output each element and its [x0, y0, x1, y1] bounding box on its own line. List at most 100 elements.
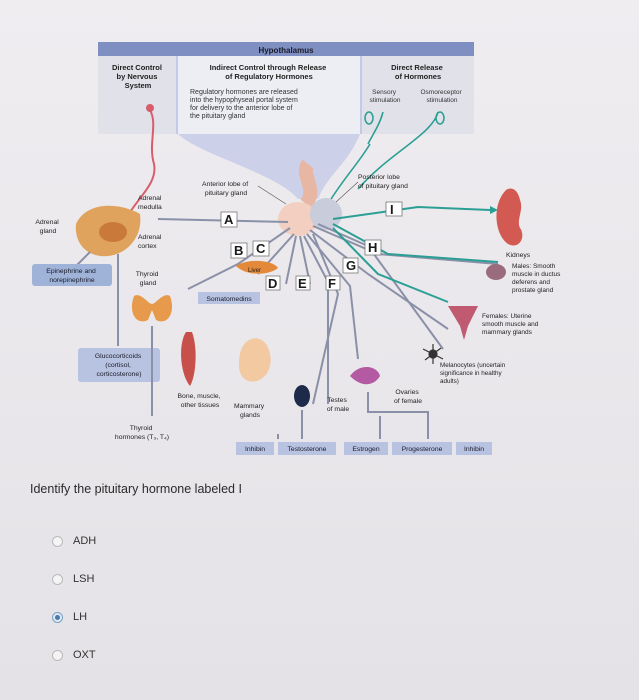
svg-text:Posterior lobe of pituitar: Posterior lobe of pituitary gland [358, 174, 408, 190]
svg-text:Direct Release of Hormones: Direct Release of Hormones [391, 63, 445, 81]
label-B: B [234, 243, 243, 258]
inhibin-box-2 [456, 442, 492, 455]
option-lsh[interactable]: LSH [52, 573, 94, 585]
hypothalamus-label: Hypothalamus [258, 46, 314, 55]
indirect-control-description: Regulatory hormones are released [190, 89, 298, 96]
svg-text:Inhibin: Inhibin [245, 446, 265, 453]
svg-text:Thyroid hormones (T₃, T₄): Thyroid hormones (T₃, T₄) [115, 425, 169, 441]
ovaries [350, 366, 380, 385]
svg-text:Melanocytes (uncertain sig: Melanocytes (uncertain significance in h… [440, 362, 507, 385]
svg-text:Inhibin: Inhibin [464, 446, 484, 453]
bone-muscle-label: Bone, muscle, [178, 393, 221, 400]
melanocyte [422, 344, 444, 364]
anterior-lobe-label: Anterior lobe of [202, 181, 248, 188]
inhibin-box-1 [236, 442, 274, 455]
sensory-stimulation-label: Sensory [372, 89, 397, 96]
svg-text:Sensory stimulation: Sensory stimulation [369, 89, 400, 104]
option-oxt[interactable]: OXT [52, 649, 96, 661]
uterus [448, 306, 478, 340]
direct-control-label: Direct Control [112, 63, 162, 72]
label-A: A [224, 212, 234, 227]
anterior-pituitary [278, 202, 318, 236]
label-F: F [328, 276, 336, 291]
mammary-gland [238, 338, 271, 382]
posterior-lobe-label: Posterior lobe [358, 174, 400, 181]
header-title-bar [98, 42, 474, 56]
indirect-control-box [178, 56, 360, 134]
direct-control-box [98, 56, 176, 134]
bone-muscle [181, 332, 196, 386]
svg-text:Ovaries of female: Ovaries of female [394, 389, 422, 405]
svg-text:Adrenal cortex: Adrenal cortex [138, 234, 163, 250]
svg-text:Females: Uterine smooth mu: Females: Uterine smooth muscle and mamma… [482, 313, 540, 336]
epinephrine-box [32, 264, 112, 286]
testes [294, 385, 310, 407]
svg-text:Adrenal medulla: Adrenal medulla [138, 195, 163, 211]
label-C: C [256, 241, 266, 256]
label-G: G [346, 258, 356, 273]
somatomedins-label: Somatomedins [206, 296, 252, 303]
svg-text:Mammary glands: Mammary glands [234, 403, 266, 419]
epinephrine-label: Epinephrine and [46, 268, 96, 275]
svg-text:Progesterone: Progesterone [402, 446, 443, 453]
svg-text:Epinephrine and norepineph: Epinephrine and norepinephrine [46, 268, 97, 284]
option-lh[interactable]: LH [52, 611, 87, 623]
testes-label: Testes [327, 397, 347, 404]
label-E: E [298, 276, 307, 291]
posterior-hormone-pathways [332, 205, 499, 303]
radio-lh-selected[interactable] [52, 611, 63, 623]
prostate [486, 264, 506, 280]
testosterone-box [278, 442, 336, 455]
svg-text:Regulatory hormones are releas: Regulatory hormones are released into th… [190, 89, 300, 120]
thyroid-gland-label: Thyroid [136, 271, 159, 278]
radio-adh[interactable] [52, 535, 63, 547]
melanocytes-label: Melanocytes (uncertain [440, 362, 506, 369]
svg-text:Testes of male: Testes of male [327, 397, 350, 413]
option-adh[interactable]: ADH [52, 535, 96, 547]
thyroid-gland [131, 295, 173, 322]
svg-text:Estrogen: Estrogen [352, 446, 379, 453]
svg-text:Bone, muscle, other tissue: Bone, muscle, other tissues [178, 393, 223, 409]
nervous-system-neuron [125, 109, 156, 220]
mammary-label: Mammary [234, 403, 265, 410]
liver-label: Liver [248, 268, 261, 274]
glucocorticoids-box [78, 348, 160, 382]
kidney [496, 188, 523, 246]
svg-text:Males: Smooth muscle in du: Males: Smooth muscle in ductus deferens … [512, 263, 562, 294]
somatomedins-box [198, 292, 260, 304]
label-H: H [368, 240, 377, 255]
svg-text:Adrenal gland: Adrenal gland [35, 219, 60, 235]
option-lh-label: LH [73, 611, 88, 623]
option-lsh-label: LSH [73, 573, 95, 585]
thyroid-hormones-label: Thyroid [130, 425, 153, 432]
svg-text:Osmoreceptor stimulation: Osmoreceptor stimulation [421, 89, 464, 104]
label-D: D [268, 276, 277, 291]
svg-text:Indirect Control through Relea: Indirect Control through Release of Regu… [210, 63, 329, 81]
ovaries-label: Ovaries [395, 389, 419, 396]
progesterone-box [392, 442, 452, 455]
label-I: I [390, 202, 394, 217]
kidneys-label: Kidneys [506, 252, 531, 259]
svg-text:Anterior lobe of pituitary: Anterior lobe of pituitary gland [202, 181, 250, 197]
direct-release-label: Direct Release [391, 63, 443, 72]
svg-text:Thyroid gland: Thyroid gland [136, 271, 161, 287]
adrenal-medulla-label: Adrenal [138, 195, 162, 202]
radio-oxt[interactable] [52, 649, 63, 661]
liver [236, 260, 278, 274]
radio-lsh[interactable] [52, 573, 63, 585]
svg-text:Testosterone: Testosterone [288, 446, 327, 453]
svg-text:Direct Control by Nervous: Direct Control by Nervous System [112, 63, 164, 90]
adrenal-cortex-label: Adrenal [138, 234, 162, 241]
females-label: Females: Uterine [482, 313, 532, 320]
option-adh-label: ADH [73, 535, 97, 547]
option-oxt-label: OXT [73, 649, 96, 661]
estrogen-box [344, 442, 388, 455]
posterior-pituitary [310, 198, 342, 230]
adrenal-gland-label: Adrenal [35, 219, 59, 226]
endocrine-diagram: Hypothalamus Direct Control by Nervous S… [32, 42, 562, 455]
glucocorticoids-label: Glucocorticoids [95, 353, 142, 360]
pituitary-stalk [299, 159, 318, 209]
indirect-control-label: Indirect Control through Release [210, 63, 327, 72]
osmoreceptor-stimulation-label: Osmoreceptor [421, 89, 463, 96]
question-text: Identify the pituitary hormone labeled I [30, 482, 242, 496]
